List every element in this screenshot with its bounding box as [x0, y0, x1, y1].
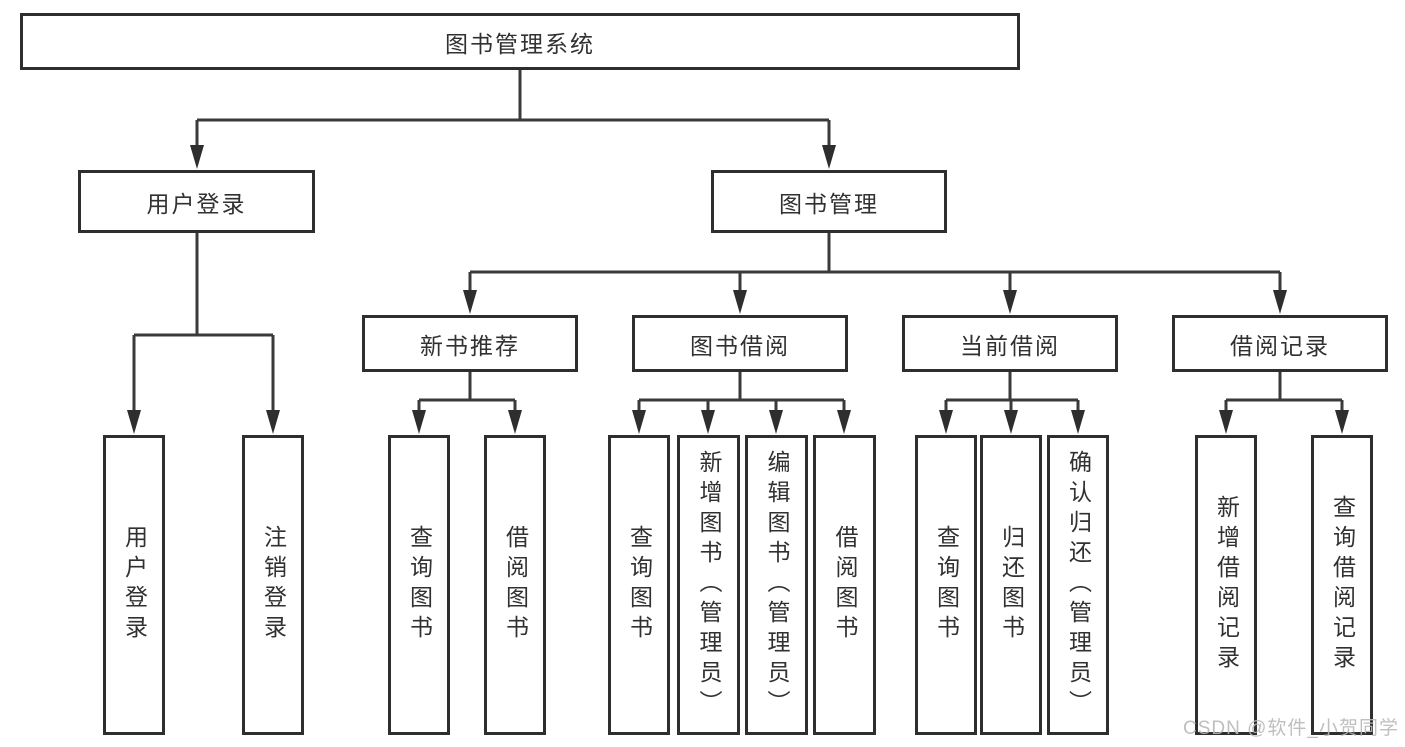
node-label: 借阅图书	[832, 525, 858, 645]
node-label: 查询借阅记录	[1329, 495, 1356, 675]
node-label: 编辑图书（管理员）	[764, 450, 790, 720]
leaf-confirm-return-admin: 确认归还（管理员）	[1047, 435, 1109, 735]
arrowhead	[939, 410, 953, 434]
leaf-add-borrow-record: 新增借阅记录	[1195, 435, 1257, 735]
leaf-user-login: 用户登录	[103, 435, 165, 735]
node-user-login: 用户登录	[78, 170, 315, 233]
node-label: 借阅图书	[502, 525, 529, 645]
leaf-query-borrow-record: 查询借阅记录	[1311, 435, 1373, 735]
arrowhead	[733, 290, 747, 314]
leaf-borrow-books: 借阅图书	[813, 435, 876, 735]
node-label: 查询图书	[406, 525, 433, 645]
arrowhead	[463, 290, 477, 314]
leaf-edit-book-admin: 编辑图书（管理员）	[745, 435, 808, 735]
leaf-logout: 注销登录	[242, 435, 304, 735]
node-label: 图书管理系统	[445, 30, 595, 57]
arrowhead	[508, 410, 522, 434]
node-label: 图书借阅	[690, 332, 790, 359]
node-label: 查询图书	[626, 525, 653, 645]
leaf-borrow-books-recommend: 借阅图书	[484, 435, 546, 735]
node-label: 新增借阅记录	[1213, 495, 1240, 675]
arrowhead	[190, 145, 204, 169]
node-label: 当前借阅	[960, 332, 1060, 359]
arrowhead	[1219, 410, 1233, 434]
node-new-book-recommend: 新书推荐	[362, 315, 578, 372]
arrowhead	[1071, 410, 1085, 434]
arrowhead	[1335, 410, 1349, 434]
arrowhead	[266, 410, 280, 434]
leaf-query-books-borrow: 查询图书	[608, 435, 670, 735]
leaf-return-book: 归还图书	[980, 435, 1042, 735]
arrowhead	[701, 410, 715, 434]
arrowhead	[632, 410, 646, 434]
node-library-system: 图书管理系统	[20, 13, 1020, 70]
csdn-watermark: CSDN @软件_小贺同学	[1183, 718, 1399, 739]
node-label: 用户登录	[121, 525, 148, 645]
node-label: 确认归还（管理员）	[1065, 450, 1092, 720]
leaf-query-books-current: 查询图书	[915, 435, 977, 735]
leaf-add-book-admin: 新增图书（管理员）	[677, 435, 740, 735]
node-current-borrow: 当前借阅	[902, 315, 1118, 372]
node-label: 查询图书	[933, 525, 960, 645]
node-borrow-records: 借阅记录	[1172, 315, 1388, 372]
node-label: 新书推荐	[420, 332, 520, 359]
leaf-query-books-recommend: 查询图书	[388, 435, 450, 735]
arrowhead	[127, 410, 141, 434]
node-label: 借阅记录	[1230, 332, 1330, 359]
arrowhead	[1003, 290, 1017, 314]
node-book-borrow: 图书借阅	[632, 315, 848, 372]
arrowhead	[1273, 290, 1287, 314]
node-label: 注销登录	[260, 525, 287, 645]
node-label: 用户登录	[146, 190, 247, 217]
node-book-management: 图书管理	[711, 170, 947, 233]
node-label: 图书管理	[779, 190, 879, 217]
arrowhead	[769, 410, 783, 434]
node-label: 归还图书	[998, 525, 1025, 645]
arrowhead	[822, 145, 836, 169]
arrowhead	[837, 410, 851, 434]
arrowhead	[1004, 410, 1018, 434]
arrowhead	[412, 410, 426, 434]
node-label: 新增图书（管理员）	[696, 450, 722, 720]
